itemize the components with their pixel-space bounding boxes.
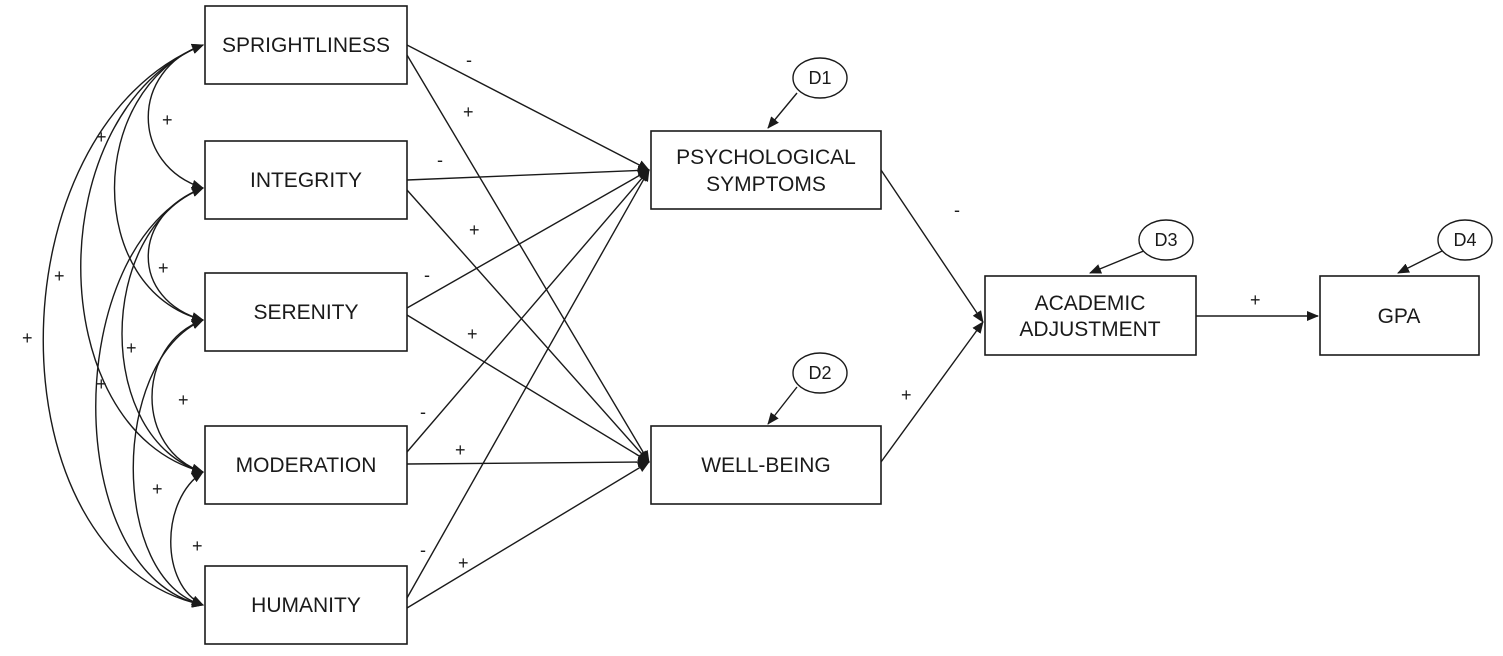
node-psychological-symptoms: PSYCHOLOGICAL SYMPTOMS	[650, 130, 882, 210]
node-label-academic-line2: ADJUSTMENT	[1019, 318, 1160, 341]
corr-sign-integrity-serenity: +	[158, 258, 169, 278]
node-integrity: INTEGRITY	[204, 140, 408, 220]
path-wellbeing-academic	[880, 321, 984, 463]
sign-wellbeing-academic: +	[901, 385, 912, 405]
corr-arc-sprightliness-serenity	[113, 44, 204, 323]
sign-serenity-psych: -	[424, 265, 430, 285]
sign-humanity-wellbeing: +	[458, 553, 469, 573]
d2-arrow	[767, 386, 798, 425]
corr-arc-integrity-humanity	[95, 187, 204, 608]
node-label-humanity: HUMANITY	[251, 594, 361, 617]
node-label-wellbeing: WELL-BEING	[701, 454, 831, 477]
path-humanity-psych	[406, 169, 650, 599]
corr-sign-sprightliness-humanity: +	[22, 328, 33, 348]
correlation-arcs	[42, 43, 204, 608]
corr-sign-serenity-moderation: +	[178, 390, 189, 410]
node-label-moderation: MODERATION	[236, 454, 377, 477]
d4-arrow	[1397, 249, 1445, 274]
path-psych-academic	[880, 169, 984, 323]
sign-integrity-psych: -	[437, 150, 443, 170]
corr-arc-sprightliness-humanity	[42, 44, 204, 608]
node-label-sprightliness: SPRIGHTLINESS	[222, 34, 390, 57]
path-sprightliness-psych	[406, 44, 650, 171]
path-signs: - + - + - + - + - + - + +	[420, 50, 1261, 573]
d3-arrow	[1089, 249, 1147, 274]
node-well-being: WELL-BEING	[650, 425, 882, 505]
disturbance-d2: D2	[792, 352, 848, 394]
corr-sign-integrity-humanity: +	[96, 374, 107, 394]
corr-arc-sprightliness-moderation	[80, 44, 204, 475]
sign-sprightliness-psych: -	[466, 50, 472, 70]
sign-moderation-psych: -	[420, 402, 426, 422]
path-serenity-psych	[406, 169, 650, 309]
sign-psych-academic: -	[954, 200, 960, 220]
sign-moderation-wellbeing: +	[455, 440, 466, 460]
disturbance-d4: D4	[1437, 219, 1493, 261]
node-label-integrity: INTEGRITY	[250, 169, 362, 192]
path-moderation-psych	[406, 169, 650, 453]
node-humanity: HUMANITY	[204, 565, 408, 645]
node-label-academic-line1: ACADEMIC	[1035, 292, 1146, 315]
sign-serenity-wellbeing: +	[467, 324, 478, 344]
corr-sign-sprightliness-serenity: +	[96, 127, 107, 147]
node-label-serenity: SERENITY	[253, 301, 358, 324]
corr-arc-serenity-humanity	[132, 319, 204, 607]
disturbance-label-d3: D3	[1154, 230, 1177, 250]
corr-sign-sprightliness-integrity: +	[162, 110, 173, 130]
corr-sign-sprightliness-moderation: +	[54, 266, 65, 286]
path-sprightliness-wellbeing	[406, 54, 650, 463]
node-label-psych-line2: SYMPTOMS	[706, 173, 826, 196]
corr-sign-integrity-moderation: +	[126, 338, 137, 358]
path-integrity-psych	[406, 165, 650, 181]
path-moderation-wellbeing	[406, 457, 650, 468]
corr-arc-integrity-moderation	[121, 187, 204, 474]
disturbance-label-d2: D2	[808, 363, 831, 383]
node-moderation: MODERATION	[204, 425, 408, 505]
sign-academic-gpa: +	[1250, 290, 1261, 310]
disturbance-d1: D1	[792, 57, 848, 99]
node-sprightliness: SPRIGHTLINESS	[204, 5, 408, 85]
node-gpa: GPA	[1319, 275, 1480, 356]
corr-sign-serenity-humanity: +	[152, 479, 163, 499]
node-label-psych-line1: PSYCHOLOGICAL	[676, 146, 856, 169]
structural-paths	[406, 44, 1319, 609]
path-humanity-wellbeing	[406, 461, 650, 609]
path-serenity-wellbeing	[406, 314, 650, 463]
node-serenity: SERENITY	[204, 272, 408, 352]
node-academic-adjustment: ACADEMIC ADJUSTMENT	[984, 275, 1197, 356]
corr-arc-sprightliness-integrity	[147, 43, 204, 190]
disturbance-label-d4: D4	[1453, 230, 1476, 250]
sign-sprightliness-wellbeing: +	[463, 102, 474, 122]
d1-arrow	[767, 92, 798, 129]
sign-humanity-psych: -	[420, 540, 426, 560]
disturbance-arrows	[767, 92, 1445, 425]
corr-arc-moderation-humanity	[170, 471, 204, 606]
node-label-gpa: GPA	[1378, 305, 1421, 328]
disturbance-label-d1: D1	[808, 68, 831, 88]
corr-sign-moderation-humanity: +	[192, 536, 203, 556]
corr-arc-integrity-serenity	[147, 187, 204, 322]
correlation-signs: + + + + + + + + + +	[22, 110, 203, 556]
corr-arc-serenity-moderation	[151, 319, 204, 474]
disturbance-d3: D3	[1138, 219, 1194, 261]
sign-integrity-wellbeing: +	[469, 220, 480, 240]
path-integrity-wellbeing	[406, 189, 650, 463]
